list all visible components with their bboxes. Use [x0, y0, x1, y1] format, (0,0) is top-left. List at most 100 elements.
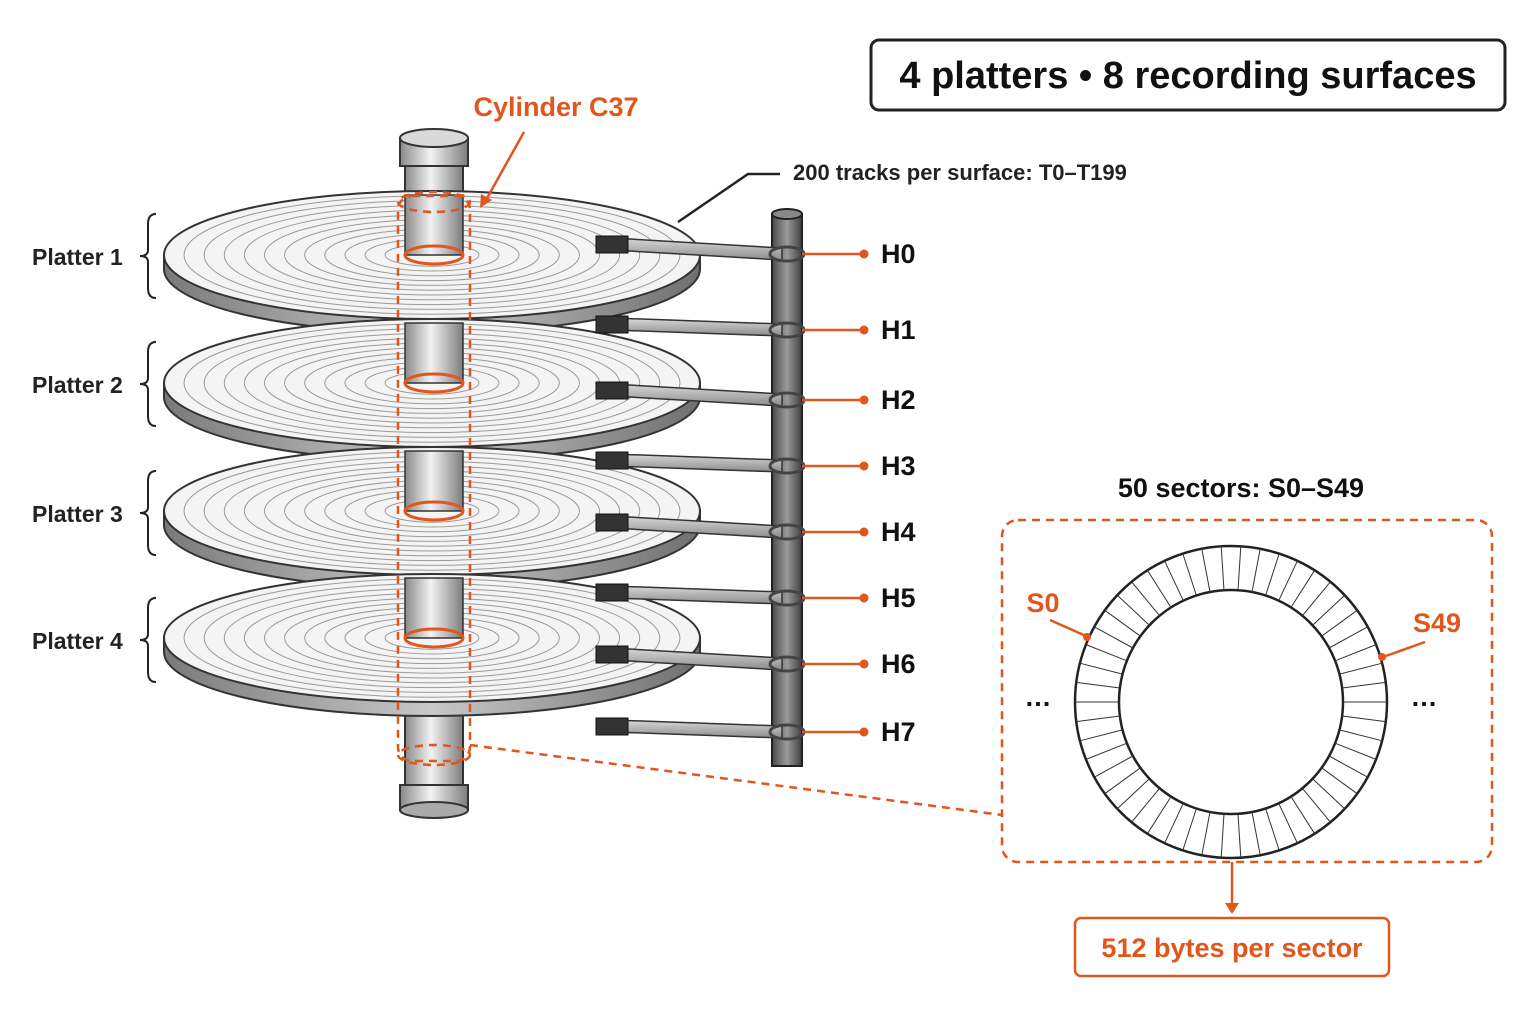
head-arm-6 [595, 645, 806, 673]
platter-label-2: Platter 2 [32, 372, 123, 398]
sector-divider [1085, 644, 1128, 662]
sector-last-label: S49 [1413, 608, 1461, 638]
sector-left-ellipsis: … [1025, 682, 1052, 712]
head-label-6: H6 [881, 649, 916, 679]
cylinder-track-highlight [403, 244, 465, 266]
sector-divider [1076, 681, 1120, 689]
sector-divider [1237, 546, 1242, 591]
sector-divider [1290, 796, 1316, 834]
platter-label-4: Platter 4 [32, 628, 123, 654]
head-arm-0 [595, 235, 806, 263]
sector-divider [1237, 813, 1242, 858]
head-leader-dot [859, 593, 869, 603]
platter-4 [163, 573, 701, 717]
head-label-7: H7 [881, 717, 916, 747]
head-leader-dot [859, 659, 869, 669]
head-label-3: H3 [881, 451, 916, 481]
sector-divider [1182, 808, 1197, 851]
ring-inner [1117, 588, 1345, 816]
sector-divider [1339, 662, 1383, 675]
sector-title: 50 sectors: S0–S49 [1118, 473, 1364, 503]
sector-divider [1116, 778, 1150, 810]
sector-divider [1290, 570, 1316, 608]
sector-divider [1116, 594, 1150, 626]
sector-divider [1131, 581, 1160, 617]
sector-divider [1328, 626, 1368, 649]
head-arm-2 [595, 381, 806, 409]
arm [611, 719, 783, 739]
cylinder-label: Cylinder C37 [473, 92, 638, 122]
sector-divider [1302, 581, 1331, 617]
head-leader-dot [859, 527, 869, 537]
head-label-0: H0 [881, 239, 916, 269]
sector-size-box [1073, 916, 1391, 978]
sector-divider [1251, 548, 1261, 593]
cylinder-track-highlight [403, 627, 465, 649]
tracks-pointer [677, 172, 780, 224]
read-write-head [595, 235, 629, 254]
read-write-head [595, 513, 629, 532]
sector-divider [1094, 755, 1134, 778]
sector-divider [1201, 811, 1211, 856]
sector-divider [1312, 778, 1346, 810]
tracks-label: 200 tracks per surface: T0–T199 [793, 160, 1127, 185]
head-label-4: H4 [881, 517, 916, 547]
sector-divider [1220, 546, 1225, 591]
summary-box: 4 platters • 8 recording surfaces [869, 38, 1507, 112]
sector-last-pointer [1382, 640, 1426, 659]
sector-divider [1342, 681, 1386, 689]
sector-size-label: 512 bytes per sector [1101, 933, 1363, 963]
cylinder-outline [396, 190, 472, 767]
sector-right-ellipsis: … [1411, 682, 1438, 712]
sector-detail-box [1000, 518, 1494, 864]
sector-first-pointer [1049, 618, 1087, 638]
sector-divider [1334, 644, 1377, 662]
sector-divider [1334, 742, 1377, 760]
platter-brace [139, 341, 157, 427]
head-leader-dot [859, 395, 869, 405]
sector-last-dot [1378, 653, 1386, 661]
read-write-head [595, 381, 629, 400]
sector-divider [1104, 767, 1141, 795]
sector-divider [1278, 803, 1298, 844]
sector-divider [1079, 662, 1123, 675]
sector-divider [1182, 553, 1197, 596]
head-arm-4 [595, 513, 806, 541]
actuator-post [771, 213, 803, 767]
sector-divider [1201, 548, 1211, 593]
head-label-2: H2 [881, 385, 916, 415]
sector-divider [1146, 796, 1172, 834]
sector-divider [1164, 803, 1184, 844]
head-leader-dot [859, 727, 869, 737]
actuator-post-top [771, 208, 803, 220]
sector-divider [1321, 767, 1358, 795]
head-arm-3 [595, 451, 806, 475]
sector-divider [1076, 715, 1120, 723]
sector-divider [1131, 787, 1160, 823]
platter-label-1: Platter 1 [32, 244, 123, 270]
head-leader-dot [859, 249, 869, 259]
sector-divider [1342, 715, 1386, 723]
sector-divider [1079, 729, 1123, 742]
sector-first-label: S0 [1026, 588, 1059, 618]
head-arm-1 [595, 315, 806, 339]
spindle-segment [404, 194, 464, 256]
read-write-head [595, 451, 629, 470]
sector-first-dot [1083, 633, 1091, 641]
spindle-segment [404, 577, 464, 639]
sector-divider [1321, 609, 1358, 637]
sector-divider [1302, 787, 1331, 823]
summary-text: 4 platters • 8 recording surfaces [899, 55, 1476, 97]
platter-2 [163, 318, 701, 462]
head-label-1: H1 [881, 315, 916, 345]
sector-divider [1312, 594, 1346, 626]
sector-divider [1278, 560, 1298, 601]
sector-divider [1328, 755, 1368, 778]
cylinder-track-highlight [403, 500, 465, 522]
sector-divider [1085, 742, 1128, 760]
detail-connector [469, 743, 1003, 817]
head-leader-dot [859, 325, 869, 335]
sector-size-arrowhead [1225, 903, 1239, 914]
sector-divider [1164, 560, 1184, 601]
